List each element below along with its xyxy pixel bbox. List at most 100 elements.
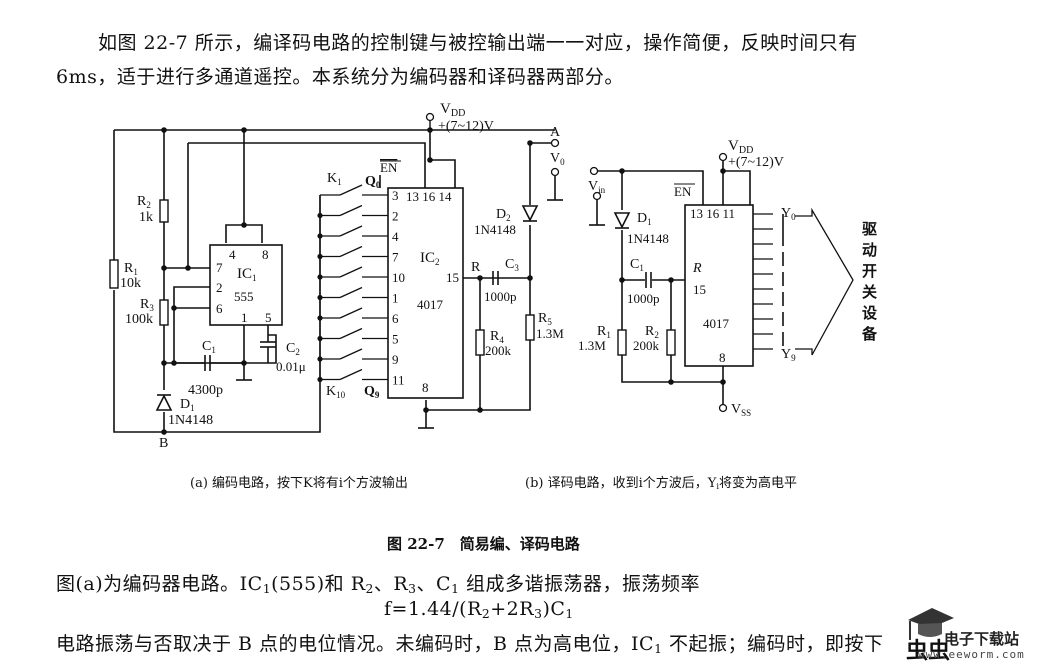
d2-diode bbox=[521, 205, 539, 222]
ic1-pin-1: 1 bbox=[241, 310, 248, 325]
sub-1: 1 bbox=[262, 582, 272, 597]
ic-pin-8-b: 8 bbox=[719, 350, 726, 365]
caption-b-text: (b) 译码电路，收到i个方波后，Y bbox=[525, 476, 717, 491]
intro-paragraph-line-1: 如图 22-7 所示，编译码电路的控制键与被控输出端一一对应，操作简便，反映时间… bbox=[98, 32, 858, 54]
junction-dot bbox=[317, 356, 323, 362]
junction-dot bbox=[317, 233, 323, 239]
c1-label-b: C1 bbox=[630, 257, 644, 273]
c1-capacitor bbox=[174, 355, 244, 371]
body-2a: 电路振荡与否取决于 B 点的电位情况。未编码时，B 点为高电位，IC bbox=[56, 633, 655, 655]
drive-label-char: 动 bbox=[862, 241, 877, 259]
vo-label: V0 bbox=[550, 151, 565, 167]
watermark-site-name: 电子下载站 bbox=[944, 630, 1020, 648]
vdd-label-b: VDD bbox=[728, 138, 753, 156]
r1-label-b: R1 bbox=[597, 324, 611, 340]
ic-top-pins-b: 13 16 11 bbox=[690, 206, 735, 221]
key-switch-10 bbox=[320, 368, 388, 381]
ic1-pin-6: 6 bbox=[216, 301, 223, 316]
ic2-label: IC2 bbox=[420, 250, 440, 267]
node-a-label: A bbox=[550, 125, 561, 140]
caption-b-sub: i bbox=[716, 481, 720, 492]
ic1-pin-4: 4 bbox=[229, 247, 236, 262]
ic2-part: 4017 bbox=[417, 297, 444, 312]
c1-value-b: 1000p bbox=[627, 291, 660, 306]
junction-dot bbox=[317, 212, 323, 219]
r1-value-b: 1.3M bbox=[578, 338, 606, 353]
node-b-label: B bbox=[159, 436, 168, 451]
body-paragraph-line-2: 电路振荡与否取决于 B 点的电位情况。未编码时，B 点为高电位，IC1 不起振；… bbox=[56, 629, 884, 656]
watermark-bug-glyph: 虫虫 bbox=[906, 638, 950, 663]
encoder-wires bbox=[113, 129, 563, 433]
vss-label: VSS bbox=[731, 402, 751, 418]
formula-sub-1: 1 bbox=[565, 607, 574, 622]
junction-dot bbox=[317, 274, 323, 280]
drive-label-char: 备 bbox=[861, 325, 878, 343]
c3-value: 1000p bbox=[484, 289, 517, 304]
ic2-pin-label: 1 bbox=[392, 291, 399, 306]
formula-b: +2R bbox=[490, 598, 535, 620]
ic1-pin-8: 8 bbox=[262, 247, 269, 262]
c2-value: 0.01μ bbox=[276, 359, 306, 374]
r-label-a: R bbox=[471, 260, 481, 275]
r5-resistor bbox=[525, 314, 535, 341]
body-1c: 、R bbox=[373, 573, 409, 595]
ic2-pin-8: 8 bbox=[422, 380, 429, 395]
circuit-schematic: VDD +(7~12)V A V0 B R2 1k R1 10k R3 100k… bbox=[109, 101, 878, 451]
body-2b: 不起振；编码时，即按下 bbox=[662, 633, 884, 655]
ic-4017-decoder-box bbox=[684, 204, 754, 367]
r2-resistor bbox=[159, 199, 169, 223]
r2-value: 1k bbox=[139, 210, 153, 225]
figure-title: 图 22-7 简易编、译码电路 bbox=[387, 535, 580, 553]
ic2-pin-label: 3 bbox=[392, 188, 399, 203]
drive-label-char: 设 bbox=[862, 305, 877, 322]
watermark: 虫虫 电子下载站 www.eeworm.com bbox=[898, 606, 1056, 664]
r2-label: R2 bbox=[137, 194, 151, 210]
key-switch-2 bbox=[320, 204, 388, 217]
ic1-pin-5: 5 bbox=[265, 310, 272, 325]
ic2-pin-label: 7 bbox=[392, 250, 399, 265]
ic-pin-15-b: 15 bbox=[693, 282, 706, 297]
r5-value: 1.3M bbox=[536, 326, 564, 341]
ic2-pin-label: 9 bbox=[392, 352, 399, 367]
intro-paragraph-line-2: 6ms，适于进行多通道遥控。本系统分为编码器和译码器两部分。 bbox=[56, 66, 624, 88]
c2-capacitor bbox=[260, 325, 276, 363]
junction-dot bbox=[317, 294, 323, 301]
r2-value-b: 200k bbox=[633, 338, 660, 353]
decoder-wires bbox=[589, 160, 751, 405]
c2-label: C2 bbox=[286, 341, 300, 357]
c1-value: 4300p bbox=[188, 383, 223, 398]
junction-dot bbox=[317, 376, 323, 383]
caption-b-end: 将变为高电平 bbox=[719, 476, 798, 491]
y0-label: Y0 bbox=[781, 206, 796, 222]
junction-dots bbox=[161, 127, 533, 435]
vdd-label-a: VDD bbox=[440, 101, 465, 119]
key-switch-9 bbox=[320, 348, 388, 360]
d1-value-b: 1N4148 bbox=[627, 231, 669, 246]
y9-label: Y9 bbox=[781, 347, 796, 363]
r4-label: R4 bbox=[490, 329, 504, 345]
ic-part-b: 4017 bbox=[703, 316, 730, 331]
drive-label-char: 驱 bbox=[862, 221, 877, 238]
d2-value: 1N4148 bbox=[474, 222, 516, 237]
body-1b: (555)和 R bbox=[271, 573, 366, 595]
c3-capacitor bbox=[492, 271, 499, 285]
frequency-formula: f=1.44/(R2+2R3)C1 bbox=[384, 598, 574, 621]
r1-resistor-b bbox=[617, 329, 627, 356]
formula-c: )C bbox=[542, 598, 566, 620]
key-switch-8 bbox=[320, 327, 388, 340]
sub-1b: 1 bbox=[451, 582, 460, 597]
ic1-555-box bbox=[209, 244, 283, 326]
supply-label-a: +(7~12)V bbox=[438, 119, 494, 134]
key-switch-5 bbox=[320, 266, 388, 278]
k10-label: K10 bbox=[326, 384, 346, 400]
ic1-part: 555 bbox=[234, 289, 254, 304]
d1-diode bbox=[155, 394, 173, 411]
r2-label-b: R2 bbox=[645, 324, 659, 340]
body-1e: 组成多谐振荡器，振荡频率 bbox=[459, 573, 700, 595]
sub-2: 2 bbox=[365, 582, 374, 597]
formula-sub-3: 3 bbox=[534, 607, 543, 622]
key-switch-1 bbox=[320, 184, 388, 196]
r3-resistor bbox=[159, 299, 169, 326]
